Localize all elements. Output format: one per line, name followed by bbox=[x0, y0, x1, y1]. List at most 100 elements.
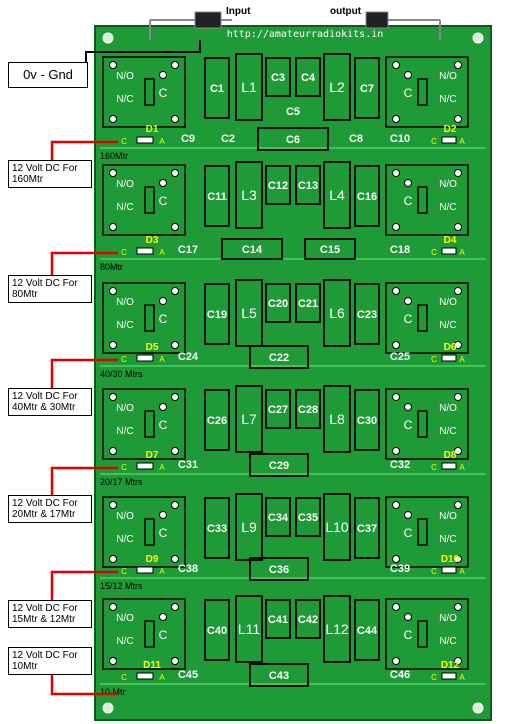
inductor-outline bbox=[235, 595, 263, 663]
capacitor-label: C39 bbox=[390, 563, 410, 575]
relay-nc-label: N/C bbox=[439, 534, 456, 545]
led-pin-c: C bbox=[121, 673, 127, 682]
output-connector-body bbox=[365, 11, 389, 29]
capacitor-label: C41 bbox=[268, 614, 288, 626]
relay-pad bbox=[454, 61, 462, 69]
callout-line: 80Mtr bbox=[12, 289, 38, 300]
led-body bbox=[136, 136, 154, 144]
capacitor-label: C9 bbox=[181, 133, 195, 145]
inductor-label: L2 bbox=[329, 79, 345, 95]
capacitor-label: C19 bbox=[207, 309, 227, 321]
led-body bbox=[441, 462, 457, 470]
capacitor-outline bbox=[265, 57, 291, 97]
relay-pad bbox=[109, 555, 117, 563]
led-body bbox=[136, 462, 154, 470]
capacitor-label: C16 bbox=[357, 191, 377, 203]
relay-pad bbox=[454, 169, 462, 177]
capacitor-label: C40 bbox=[207, 625, 227, 637]
relay-pad bbox=[159, 179, 167, 187]
relay-no-label: N/O bbox=[439, 613, 457, 624]
relay-outline bbox=[102, 56, 186, 128]
capacitor-label: C1 bbox=[210, 83, 224, 95]
led-pin-c: C bbox=[431, 137, 437, 146]
led-pin-a: A bbox=[159, 137, 165, 146]
capacitor-label: C38 bbox=[178, 563, 198, 575]
inductor-outline bbox=[323, 161, 351, 229]
relay-pad bbox=[159, 297, 167, 305]
led-pin-a: A bbox=[159, 248, 165, 257]
led-pin-c: C bbox=[121, 355, 127, 364]
capacitor-label: C24 bbox=[178, 351, 199, 363]
capacitor-label: C13 bbox=[298, 180, 318, 192]
relay-coil-label: C bbox=[404, 312, 413, 326]
board-url-silk: http://amateurradiokits.in bbox=[227, 29, 384, 40]
inductor-outline bbox=[235, 279, 263, 347]
capacitor-outline bbox=[295, 497, 321, 537]
relay-pad bbox=[109, 169, 117, 177]
capacitor-outline bbox=[265, 165, 291, 205]
led-label: D5 bbox=[146, 342, 159, 353]
relay-pad bbox=[454, 341, 462, 349]
relay-pad bbox=[392, 223, 400, 231]
relay-pad bbox=[109, 287, 117, 295]
relay-coil-symbol bbox=[417, 620, 428, 648]
led-body bbox=[136, 247, 154, 255]
relay-pad bbox=[109, 447, 117, 455]
capacitor-label: C10 bbox=[390, 133, 410, 145]
inductor-outline bbox=[235, 53, 263, 121]
output-label: output bbox=[330, 6, 362, 17]
capacitor-label: C45 bbox=[178, 669, 198, 681]
capacitor-label: C33 bbox=[207, 523, 227, 535]
capacitor-label: C14 bbox=[242, 244, 263, 256]
callout-line: 160Mtr bbox=[12, 174, 44, 185]
capacitor-label: C31 bbox=[178, 459, 198, 471]
inductor-outline bbox=[235, 493, 263, 561]
inductor-outline bbox=[323, 53, 351, 121]
relay-nc-label: N/C bbox=[116, 202, 133, 213]
inductor-outline bbox=[323, 279, 351, 347]
relay-pad bbox=[404, 613, 412, 621]
inductor-label: L12 bbox=[325, 621, 349, 637]
relay-coil-label: C bbox=[159, 86, 168, 100]
relay-pad bbox=[392, 169, 400, 177]
relay-pad bbox=[171, 393, 179, 401]
relay-coil-symbol bbox=[144, 620, 155, 648]
band-label: 10 Mtr bbox=[100, 687, 126, 697]
relay-pad bbox=[454, 555, 462, 563]
led-pin-c: C bbox=[431, 248, 437, 257]
relay-no-label: N/O bbox=[439, 511, 457, 522]
capacitor-label: C23 bbox=[357, 309, 377, 321]
input-connector-body bbox=[194, 11, 222, 29]
relay-outline bbox=[385, 388, 469, 460]
relay-nc-label: N/C bbox=[439, 320, 456, 331]
capacitor-outline bbox=[295, 283, 321, 323]
relay-coil-symbol bbox=[144, 78, 155, 106]
led-label: D4 bbox=[444, 235, 457, 246]
capacitor-label: C25 bbox=[390, 351, 410, 363]
led-body bbox=[441, 566, 457, 574]
band-label: 20/17 Mtrs bbox=[100, 477, 143, 487]
led-body bbox=[136, 566, 154, 574]
capacitor-label: C5 bbox=[286, 106, 300, 118]
mounting-hole bbox=[102, 702, 114, 714]
led-label: D6 bbox=[444, 342, 457, 353]
band-label: 15/12 Mtrs bbox=[100, 581, 143, 591]
relay-outline bbox=[102, 388, 186, 460]
capacitor-label: C46 bbox=[390, 669, 410, 681]
capacitor-label: C37 bbox=[357, 523, 377, 535]
callout-line: 40Mtr & 30Mtr bbox=[12, 402, 76, 413]
callout-line: 12 Volt DC For bbox=[12, 603, 78, 614]
capacitor-outline bbox=[354, 389, 380, 451]
relay-pad bbox=[109, 61, 117, 69]
relay-coil-label: C bbox=[159, 628, 168, 642]
capacitor-label: C18 bbox=[390, 244, 410, 256]
led-pin-a: A bbox=[459, 355, 465, 364]
relay-nc-label: N/C bbox=[116, 426, 133, 437]
